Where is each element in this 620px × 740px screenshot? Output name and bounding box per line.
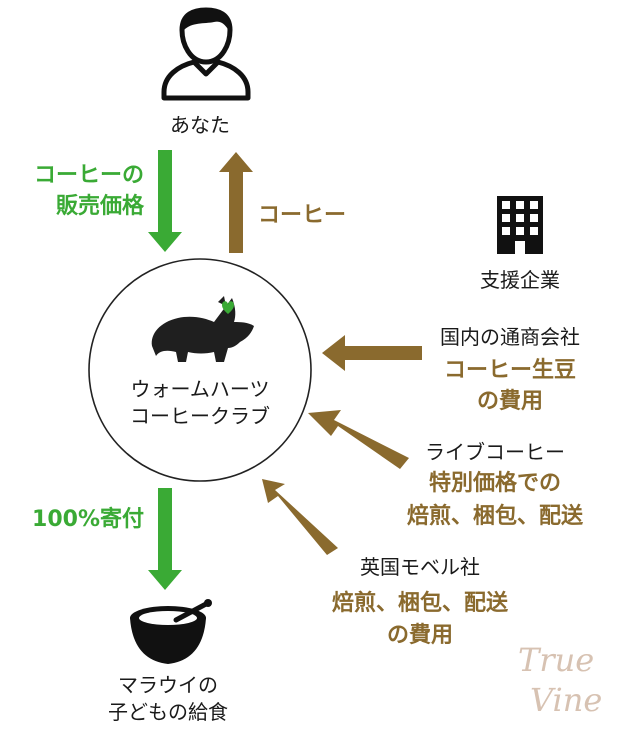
uk-service-line1: 焙煎、梱包、配送	[331, 591, 508, 616]
club-label-line2: コーヒークラブ	[130, 404, 270, 428]
watermark-line1: True	[518, 641, 595, 679]
building-icon	[497, 196, 543, 254]
beans-cost-line1: コーヒー生豆	[443, 358, 576, 383]
arrow-domestic	[322, 335, 422, 371]
uk-service-line2: の費用	[386, 623, 453, 648]
arrow-price-down	[148, 150, 182, 252]
you-label: あなた	[170, 113, 230, 137]
live-service-line2: 焙煎、梱包、配送	[406, 504, 583, 529]
watermark-line2: Vine	[530, 681, 603, 719]
sponsor-label: 支援企業	[480, 268, 560, 292]
live-coffee-label: ライブコーヒー	[425, 440, 565, 464]
uk-company-label: 英国モベル社	[360, 555, 480, 579]
price-label-line2: 販売価格	[55, 194, 144, 219]
arrow-live	[308, 410, 409, 469]
heart-icon	[222, 301, 234, 314]
children-label-line2: 子どもの給食	[108, 700, 228, 724]
live-service-line1: 特別価格での	[428, 471, 561, 496]
person-icon	[161, 7, 251, 101]
domestic-trader-label: 国内の通商会社	[440, 325, 580, 349]
children-label-line1: マラウイの	[118, 673, 218, 697]
price-label-line1: コーヒーの	[33, 163, 144, 188]
arrow-uk	[262, 479, 338, 555]
beans-cost-line2: の費用	[476, 389, 543, 414]
donation-label: 100%寄付	[32, 507, 144, 532]
arrow-donation-down	[148, 488, 182, 590]
arrow-coffee-up	[219, 152, 253, 253]
coffee-label: コーヒー	[258, 203, 347, 228]
bowl-icon	[130, 599, 212, 664]
club-label-line1: ウォームハーツ	[130, 377, 270, 401]
club-circle	[88, 258, 312, 482]
